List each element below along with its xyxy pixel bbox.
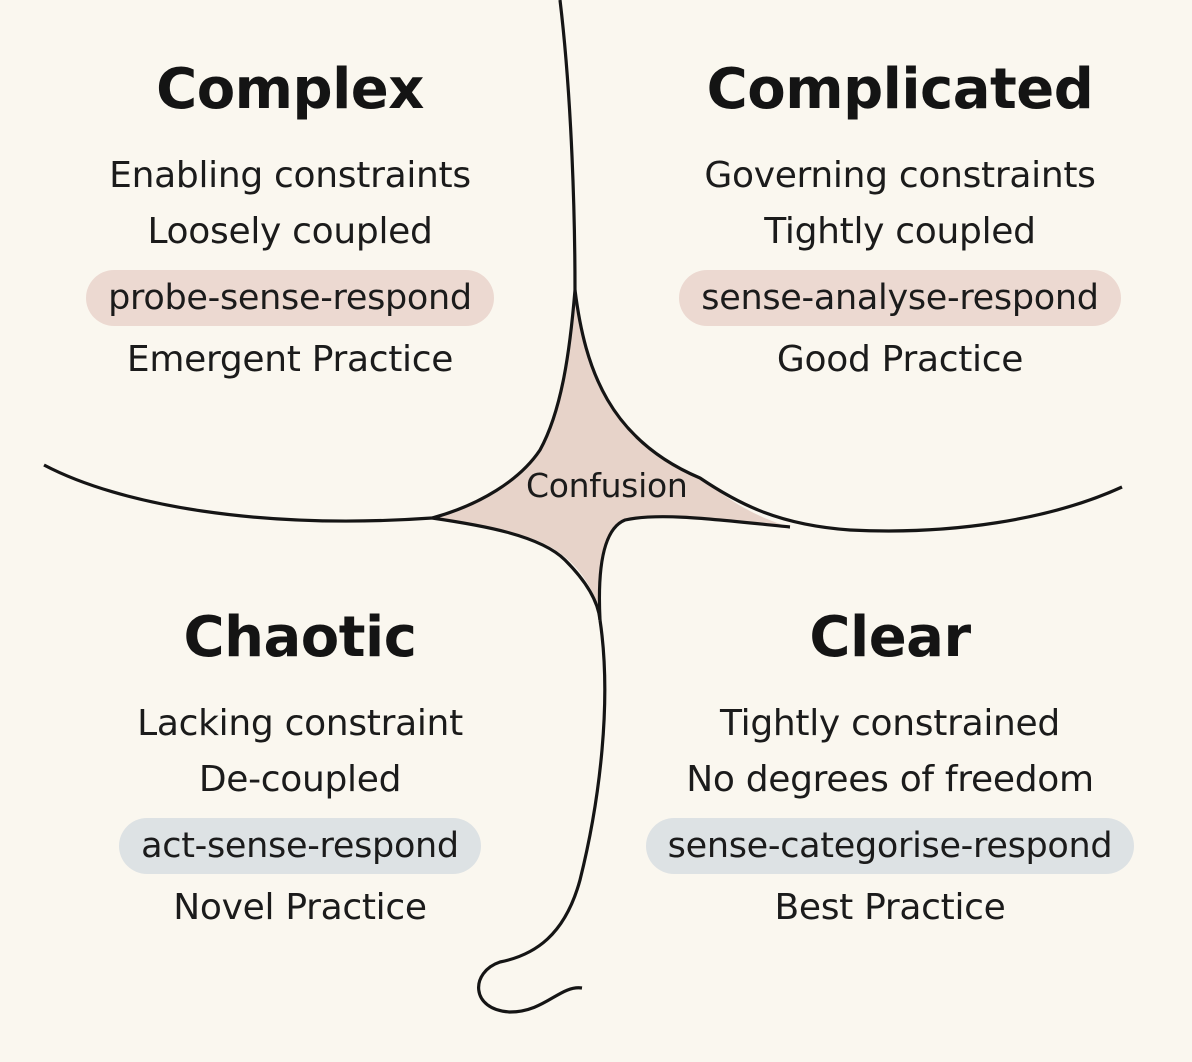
quadrant-practice: Emergent Practice (126, 339, 454, 380)
quadrant-complicated: Complicated Governing constraints Tightl… (660, 62, 1140, 388)
confusion-region (432, 290, 790, 605)
quadrant-chaotic: Chaotic Lacking constraint De-coupled ac… (80, 610, 520, 936)
quadrant-clear: Clear Tightly constrained No degrees of … (630, 610, 1150, 936)
quadrant-complex: Complex Enabling constraints Loosely cou… (60, 62, 520, 388)
quadrant-title: Complex (156, 57, 424, 122)
quadrant-coupling: Tightly coupled (764, 211, 1036, 252)
quadrant-practice: Best Practice (774, 887, 1006, 928)
approach-pill: probe-sense-respond (86, 270, 494, 326)
quadrant-practice: Novel Practice (173, 887, 427, 928)
approach-pill: sense-categorise-respond (645, 818, 1135, 874)
approach-pill: act-sense-respond (119, 818, 481, 874)
boundary-right (573, 289, 1123, 533)
quadrant-constraint: Tightly constrained (720, 703, 1060, 744)
boundary-top (431, 0, 577, 520)
quadrant-constraint: Enabling constraints (109, 155, 471, 196)
quadrant-coupling: De-coupled (198, 759, 402, 800)
boundary-lower-left (431, 516, 602, 621)
quadrant-title: Complicated (706, 57, 1094, 122)
quadrant-title: Chaotic (183, 605, 417, 670)
boundary-bottom-fold (477, 619, 607, 1014)
boundary-lower-right (597, 515, 791, 621)
quadrant-coupling: Loosely coupled (147, 211, 433, 252)
quadrant-coupling: No degrees of freedom (686, 759, 1094, 800)
approach-pill: sense-analyse-respond (679, 270, 1121, 326)
quadrant-constraint: Governing constraints (704, 155, 1096, 196)
confusion-label: Confusion (526, 466, 688, 505)
quadrant-title: Clear (809, 605, 971, 670)
quadrant-practice: Good Practice (776, 339, 1024, 380)
boundary-left (43, 463, 433, 523)
quadrant-constraint: Lacking constraint (137, 703, 463, 744)
